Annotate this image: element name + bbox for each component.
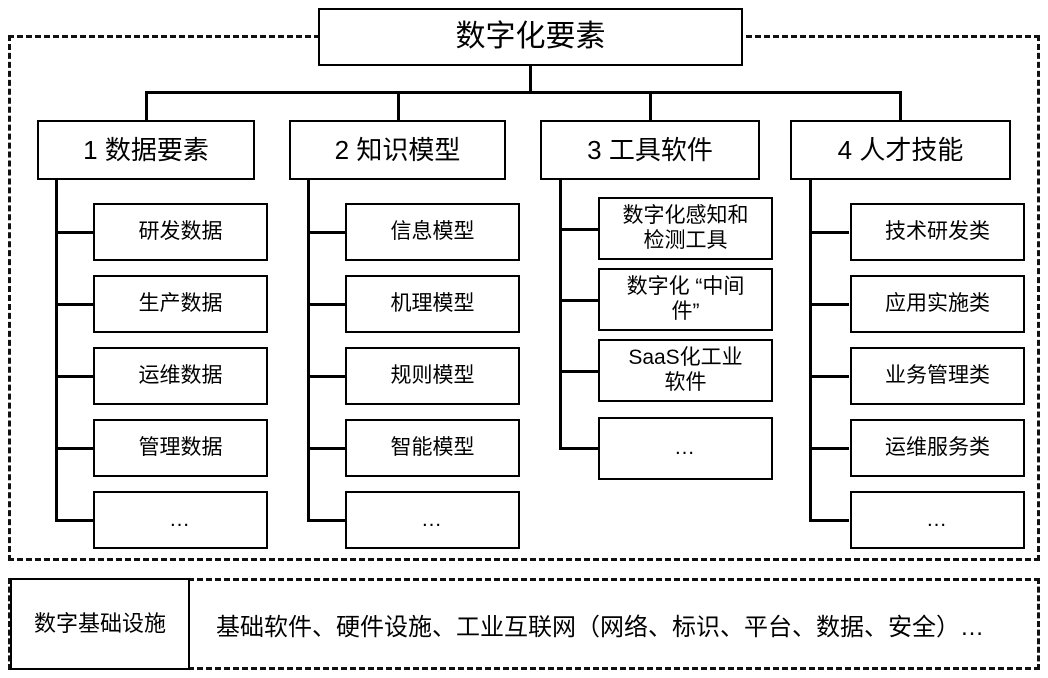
item-box: 运维数据 [93,347,268,405]
category-distribution-bar [145,91,901,94]
item-box-ellipsis: … [93,491,268,549]
stub-c3-i3 [559,370,599,373]
category-node-data-elements: 1 数据要素 [37,120,255,180]
item-box: SaaS化工业 软件 [598,339,773,402]
connector-to-category-4 [899,91,902,121]
stub-c4-i1 [809,231,849,234]
stub-c2-i2 [307,303,347,306]
stub-c2-i3 [307,375,347,378]
stub-c3-i1 [559,228,599,231]
infrastructure-label-box: 数字基础设施 [10,578,190,670]
category-node-talent-skills: 4 人才技能 [790,120,1011,180]
connector-to-category-3 [649,91,652,121]
item-box: 技术研发类 [850,203,1025,261]
stub-c3-i4 [559,447,599,450]
stub-c2-i1 [307,231,347,234]
category-node-knowledge-models: 2 知识模型 [289,120,506,180]
infrastructure-description: 基础软件、硬件设施、工业互联网（网络、标识、平台、数据、安全）… [216,613,984,641]
item-box: 数字化 “中间 件” [598,268,773,331]
stub-c1-i5 [55,519,95,522]
stub-c4-i4 [809,447,849,450]
stub-c4-i5 [809,519,849,522]
item-box: 运维服务类 [850,419,1025,477]
stub-c2-i4 [307,447,347,450]
item-box-ellipsis: … [850,491,1025,549]
spine-category-2 [307,179,310,522]
item-box-ellipsis: … [345,491,520,549]
stub-c1-i1 [55,231,95,234]
root-connector-stem [529,66,532,93]
stub-c4-i2 [809,303,849,306]
category-node-tool-software: 3 工具软件 [540,120,760,180]
item-box: 生产数据 [93,275,268,333]
stub-c1-i4 [55,447,95,450]
root-node-digital-elements: 数字化要素 [318,8,743,66]
infrastructure-region [8,578,1040,670]
item-box: 业务管理类 [850,347,1025,405]
spine-category-1 [55,179,58,522]
connector-to-category-2 [397,91,400,121]
item-box: 应用实施类 [850,275,1025,333]
item-box: 管理数据 [93,419,268,477]
stub-c2-i5 [307,519,347,522]
stub-c3-i2 [559,299,599,302]
item-box: 机理模型 [345,275,520,333]
item-box: 规则模型 [345,347,520,405]
item-box-ellipsis: … [598,417,773,480]
stub-c1-i3 [55,375,95,378]
stub-c4-i3 [809,375,849,378]
spine-category-3 [559,179,562,449]
stub-c1-i2 [55,303,95,306]
item-box: 数字化感知和 检测工具 [598,197,773,260]
item-box: 智能模型 [345,419,520,477]
item-box: 研发数据 [93,203,268,261]
item-box: 信息模型 [345,203,520,261]
spine-category-4 [809,179,812,522]
connector-to-category-1 [145,91,148,121]
